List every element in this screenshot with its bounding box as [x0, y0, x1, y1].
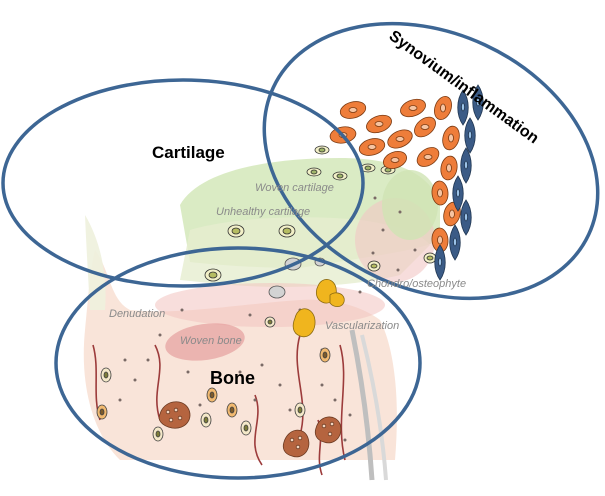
osteocyte — [294, 402, 306, 418]
woven-bone-region — [165, 323, 245, 361]
synovial-cell — [431, 227, 449, 253]
bone-shaft-outline-2 — [360, 334, 388, 481]
synovial-cell — [434, 95, 452, 121]
spindle-cell — [460, 147, 472, 184]
osteoclast — [158, 401, 191, 429]
osteoclast — [314, 416, 342, 444]
woven-bone-label: Woven bone — [180, 335, 242, 347]
synovial-cells-orange — [329, 95, 461, 253]
vascular-cell — [292, 308, 316, 338]
chondrocyte — [204, 268, 222, 282]
spindle-cell — [472, 84, 484, 121]
cartilage-ellipse — [1, 78, 365, 288]
spindle-cell — [464, 117, 476, 154]
synovial-cell — [440, 155, 458, 181]
vessel — [339, 344, 346, 461]
woven-cartilage-label: Woven cartilage — [255, 182, 334, 194]
matrix-dots — [118, 196, 417, 442]
chondrocyte — [227, 224, 245, 238]
vessel — [296, 334, 304, 436]
vessel — [154, 344, 161, 421]
spindle-cell — [449, 224, 461, 261]
chondrocyte — [332, 171, 348, 181]
osteocyte — [96, 404, 108, 420]
osteoclast — [282, 429, 310, 458]
synovial-cells-blue — [434, 84, 484, 281]
cartilage-title: Cartilage — [152, 143, 225, 162]
spindle-cell — [457, 89, 469, 126]
synovial-cell — [339, 101, 367, 119]
synovial-cell — [416, 147, 440, 167]
synovial-cell — [382, 151, 408, 169]
osteocyte — [226, 402, 238, 418]
vascular-cell — [329, 292, 345, 308]
synovial-cell — [442, 125, 460, 151]
osteocyte — [206, 387, 218, 403]
synovial-cell — [400, 98, 426, 118]
vessel — [254, 394, 263, 466]
chondrocyte — [423, 252, 437, 264]
chondrophyte-green — [382, 170, 438, 240]
synovial-cell — [387, 129, 413, 149]
synovial-cell — [358, 138, 386, 156]
vascularization-label: Vascularization — [325, 320, 399, 332]
bone-shaft-outline — [349, 329, 375, 481]
chondrocyte — [278, 224, 296, 238]
synovial-cell — [431, 180, 449, 206]
chondrocytes — [204, 145, 437, 282]
osteocyte — [100, 367, 112, 383]
chondro-osteophyte-label: Chondro/osteophyte — [367, 278, 466, 290]
spindle-cell — [452, 175, 464, 212]
bone-ellipse — [54, 246, 422, 480]
osteocyte — [264, 316, 276, 328]
unhealthy-cartilage-label: Unhealthy cartilage — [216, 206, 310, 218]
vascular-cells — [292, 279, 345, 338]
osteocytes — [96, 316, 331, 442]
osteocyte — [200, 412, 212, 428]
osteocyte — [319, 347, 331, 363]
bone-title: Bone — [210, 368, 255, 388]
synovium-ellipse — [262, 21, 600, 301]
synovial-cell — [366, 114, 392, 134]
synovial-cell — [414, 116, 436, 138]
synovium-title: Synovium/inflammation — [386, 27, 542, 147]
chondrocyte — [367, 260, 381, 272]
chondrocyte — [306, 167, 322, 177]
osteocyte — [152, 426, 164, 442]
chondrocyte — [360, 163, 376, 173]
chondrocyte — [314, 145, 330, 155]
osteoclasts — [158, 401, 342, 458]
osteocyte — [240, 420, 252, 436]
denudation-label: Denudation — [109, 308, 165, 320]
spindle-cell — [434, 244, 446, 281]
spindle-cell — [460, 199, 472, 236]
